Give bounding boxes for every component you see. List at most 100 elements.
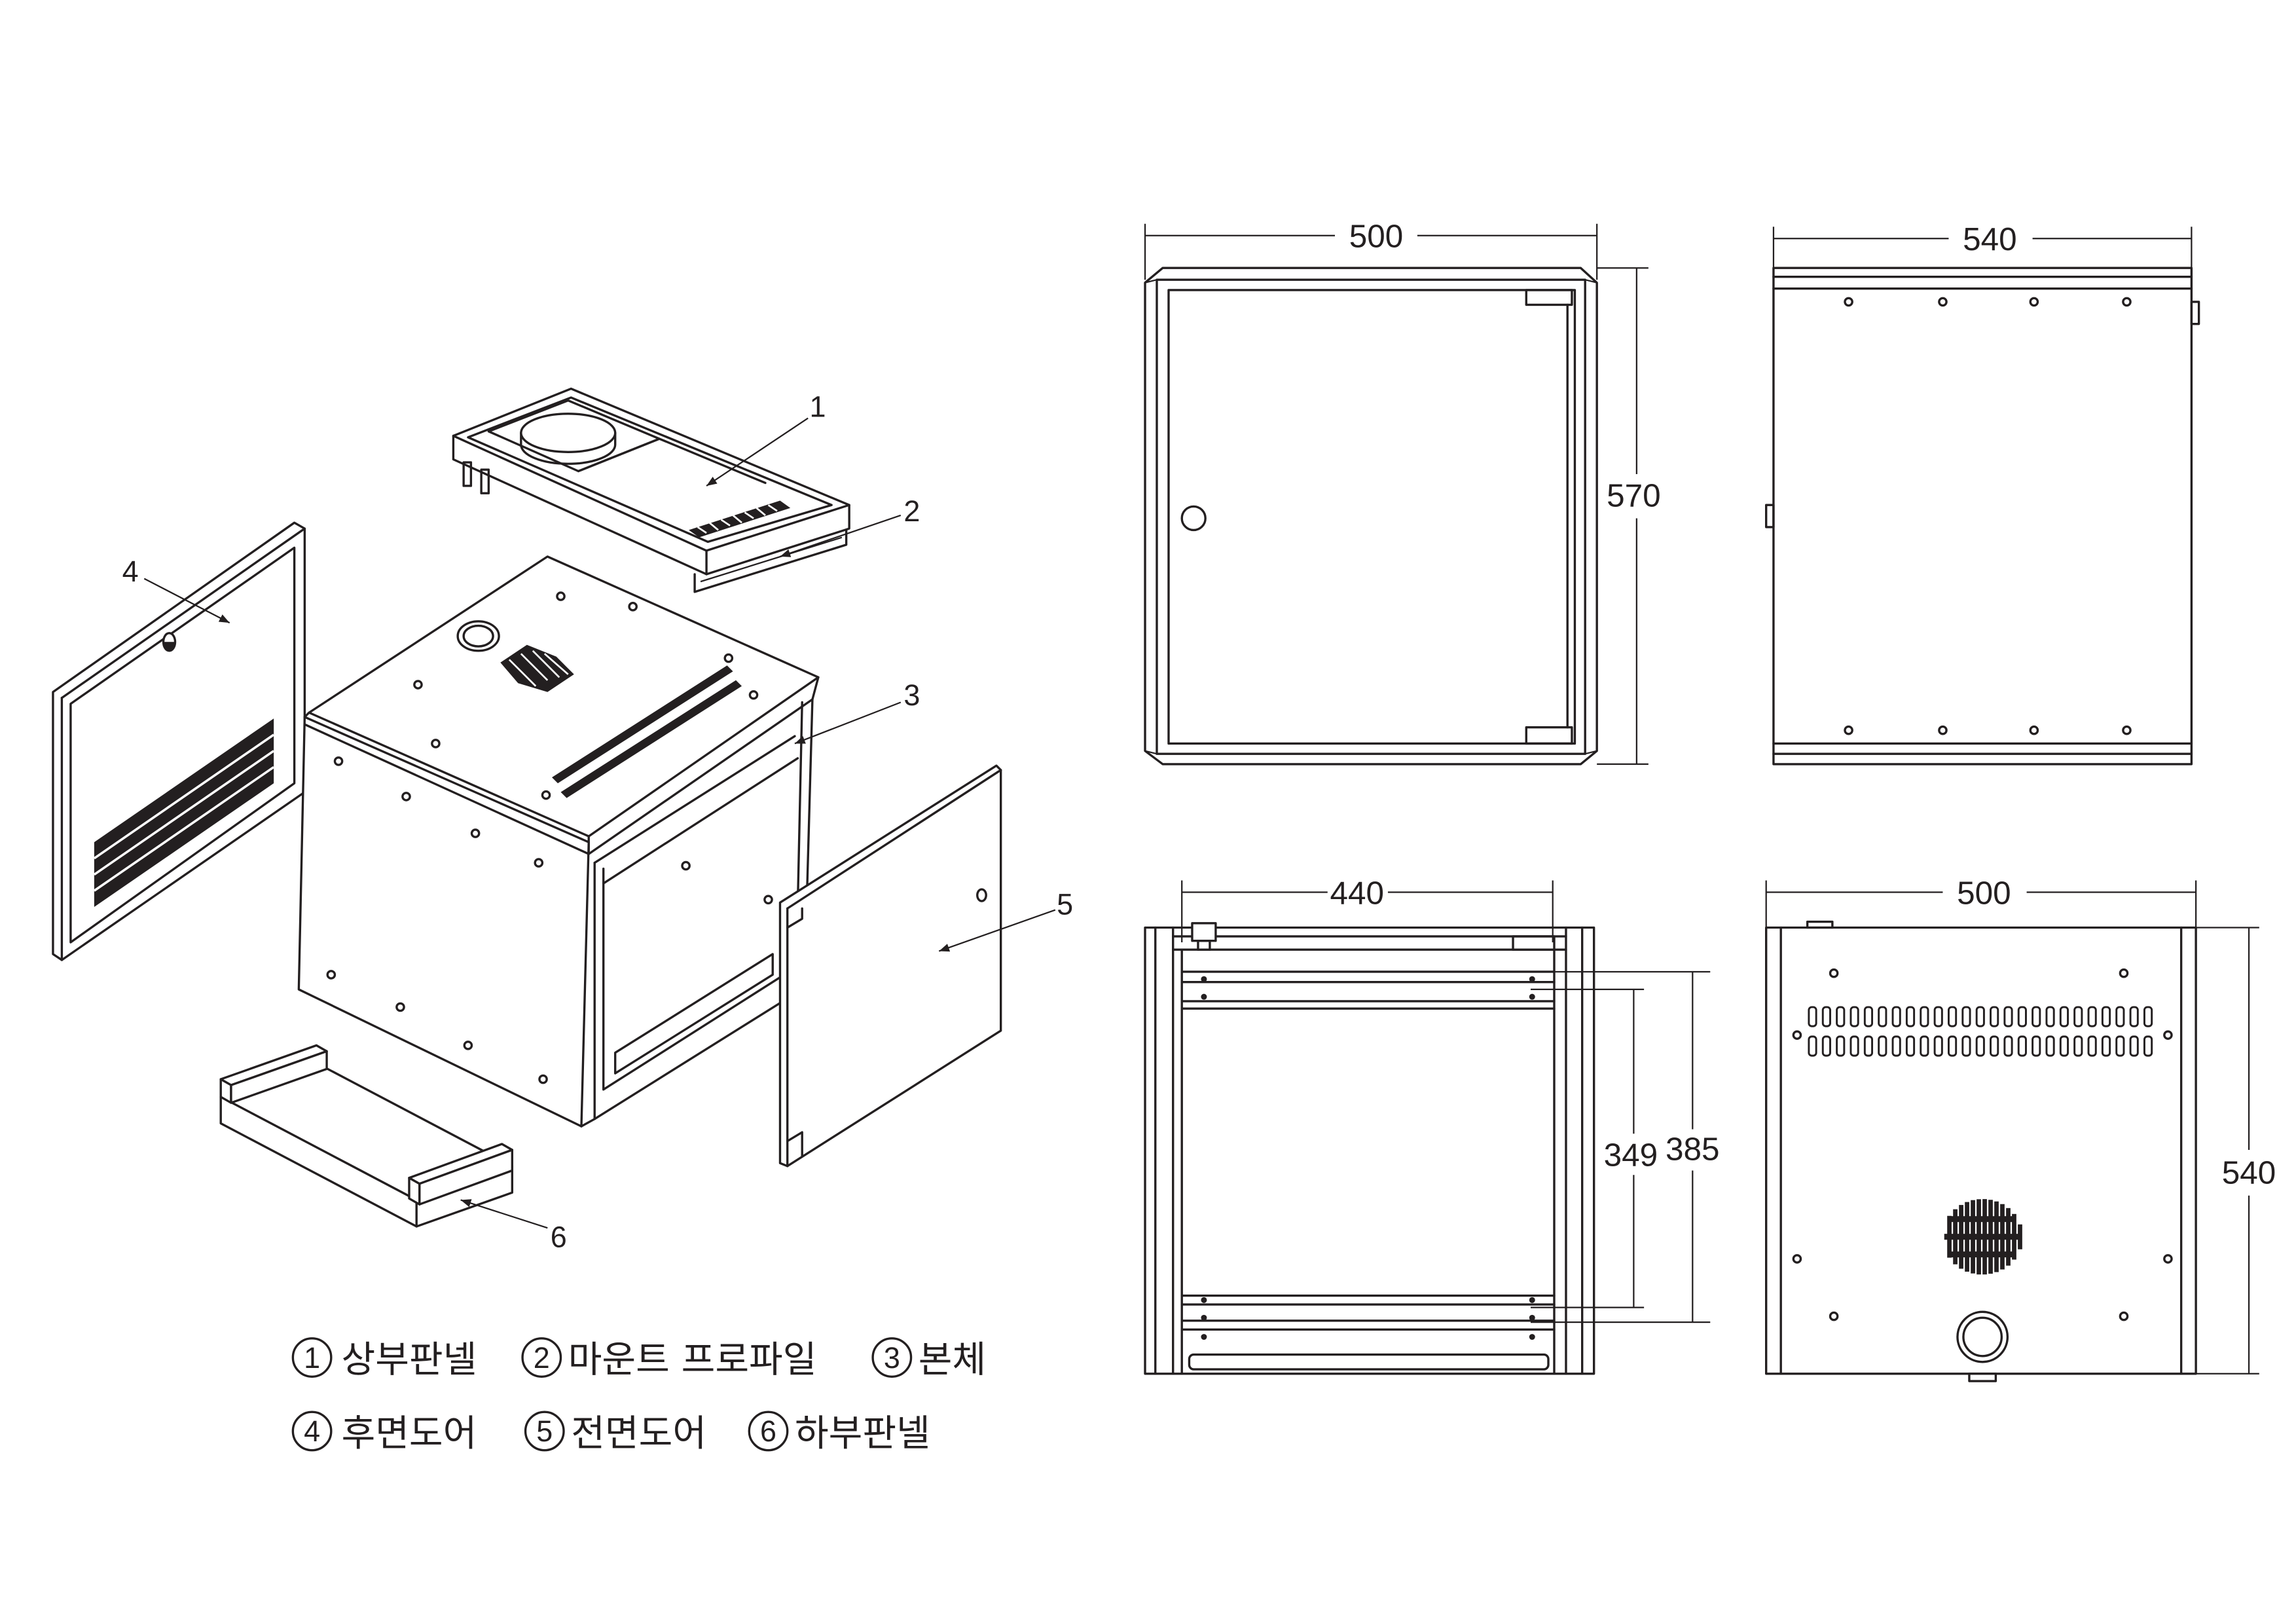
rear-door-part: [52, 521, 306, 961]
vent-slot: [1933, 1006, 1943, 1027]
vent-slot: [1947, 1035, 1958, 1057]
dimension-front-width-value: 500: [1349, 219, 1404, 255]
legend-label-5: 전면도어: [571, 1412, 706, 1455]
callout-2: 2: [903, 494, 920, 528]
top-view-holes: [1201, 976, 1535, 1340]
dimension-bottom-depth-value: 540: [2222, 1155, 2276, 1191]
vent-slot: [2059, 1006, 2069, 1027]
dimension-side-depth: 540: [1772, 221, 2193, 280]
legend-num-6: 6: [760, 1414, 776, 1448]
vent-slot: [1850, 1006, 1859, 1027]
vent-slot: [1821, 1035, 1831, 1057]
vent-slot: [2045, 1035, 2055, 1057]
vent-slot: [2087, 1035, 2097, 1057]
vent-slot: [1933, 1035, 1943, 1057]
vent-slot: [1905, 1006, 1916, 1027]
dimension-bottom-depth: 540: [2196, 927, 2276, 1375]
exploded-view: 1 2 3 4 5 6: [52, 387, 1073, 1253]
vent-slot: [1808, 1035, 1817, 1057]
vent-slot: [2115, 1006, 2125, 1027]
vent-slot: [1891, 1006, 1901, 1027]
vent-slot: [1808, 1006, 1817, 1027]
vent-slot: [1836, 1006, 1846, 1027]
vent-slot: [1920, 1035, 1929, 1057]
vent-slot: [2073, 1006, 2083, 1027]
dimension-side-depth-value: 540: [1963, 221, 2017, 257]
door-lock-icon: [1180, 505, 1207, 532]
vent-slot: [1850, 1035, 1859, 1057]
vent-slot: [1975, 1006, 1985, 1027]
top-view: 440 349 385: [1144, 876, 1720, 1375]
dimension-bottom-width-value: 500: [1957, 876, 2011, 912]
body-vent-row-1: [552, 665, 733, 784]
fan-grille-rib: [1950, 1216, 2015, 1223]
callout-leader-1: [706, 417, 809, 487]
top-bracket: [1191, 922, 1217, 942]
vent-slot: [2032, 1006, 2041, 1027]
mount-profile: [693, 528, 848, 593]
vent-slot: [2045, 1006, 2055, 1027]
fan-grille-icon: [1944, 1199, 2022, 1275]
front-view: 500 570: [1144, 219, 1661, 766]
legend-label-1: 상부판넬: [342, 1339, 477, 1382]
vent-slot: [1836, 1035, 1846, 1057]
vent-slot: [1863, 1035, 1874, 1057]
hinge-top: [1525, 289, 1573, 306]
cable-entry-icon: [1956, 1310, 2009, 1363]
vent-slot: [1863, 1006, 1874, 1027]
dimension-front-height-value: 570: [1607, 477, 1661, 513]
bottom-vent-slots: [1808, 1006, 2153, 1057]
vent-slot: [2129, 1006, 2139, 1027]
vent-slot: [1961, 1006, 1971, 1027]
legend-label-3: 본체: [919, 1339, 986, 1382]
main-body-part: [297, 555, 820, 1128]
callout-leader-2: [780, 514, 902, 557]
vent-slot: [1905, 1035, 1916, 1057]
vent-slot: [2073, 1035, 2083, 1057]
vent-slot: [2087, 1006, 2097, 1027]
vent-slot: [1878, 1006, 1887, 1027]
legend-num-5: 5: [536, 1414, 553, 1448]
legend-label-6: 하부판넬: [795, 1412, 930, 1455]
body-vent-row-2: [560, 680, 742, 798]
body-fan-grille: [500, 644, 574, 692]
vent-slot: [2032, 1035, 2041, 1057]
callout-1: 1: [809, 390, 826, 423]
bottom-panel-part: [219, 1044, 514, 1228]
vent-slot: [2101, 1035, 2111, 1057]
vent-slot: [1821, 1006, 1831, 1027]
callout-leader-3: [794, 701, 902, 745]
callout-3: 3: [903, 678, 920, 712]
callout-leader-4: [143, 578, 230, 624]
vent-slot: [2143, 1035, 2153, 1057]
dimension-front-height: 570: [1597, 267, 1661, 766]
hinge-bottom: [1525, 726, 1573, 745]
legend: 1 상부판넬 2 마운트 프로파일 3 본체 4 후면도어 5 전면도어 6 하…: [291, 1337, 986, 1455]
legend-label-4: 후면도어: [342, 1412, 477, 1455]
top-panel-vent: [689, 500, 791, 538]
front-door-part: [778, 764, 1002, 1168]
vent-slot: [2003, 1035, 2013, 1057]
top-panel-part: [452, 387, 850, 593]
callout-4: 4: [122, 555, 139, 588]
vent-slot: [2003, 1006, 2013, 1027]
vent-slot: [1961, 1035, 1971, 1057]
vent-slot: [1990, 1006, 1999, 1027]
vent-slot: [1975, 1035, 1985, 1057]
fan-grille-rib: [1950, 1251, 2015, 1258]
vent-slot: [2129, 1035, 2139, 1057]
fan-grille-rib: [1944, 1234, 2021, 1240]
legend-label-2: 마운트 프로파일: [568, 1339, 817, 1382]
vent-slot: [1920, 1006, 1929, 1027]
dimension-top-inner-b-value: 385: [1666, 1132, 1720, 1168]
dimension-top-inner-b: 385: [1531, 970, 1720, 1323]
side-mounting-holes: [1844, 297, 2132, 735]
dimension-bottom-width: 500: [1765, 876, 2197, 942]
dimension-top-width-value: 440: [1330, 876, 1384, 912]
callout-leader-5: [938, 909, 1056, 952]
vent-slot: [1891, 1035, 1901, 1057]
vent-slot: [2059, 1035, 2069, 1057]
bottom-view: 500 540: [1765, 876, 2276, 1382]
vent-slot: [1990, 1035, 1999, 1057]
